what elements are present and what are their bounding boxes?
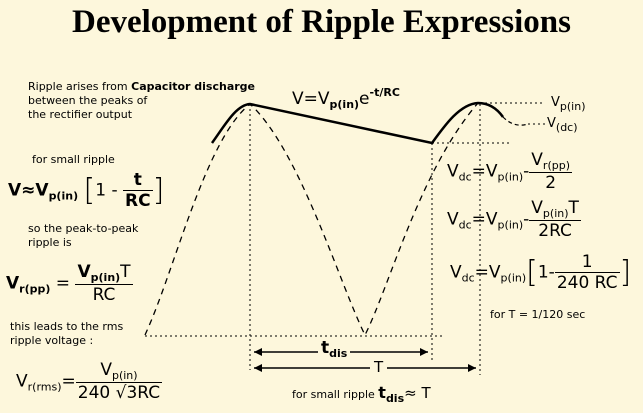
T-label: T	[370, 358, 388, 376]
tdis-arrow-left	[254, 348, 262, 356]
intro-line3: the rectifier output	[28, 108, 133, 121]
rms-note: this leads to the rms ripple voltage :	[10, 320, 124, 347]
intro-line1: Ripple arises from	[28, 80, 132, 93]
small-ripple-tdis: for small ripple tdis≈ T	[292, 383, 431, 405]
intro-line2: between the peaks of	[28, 94, 148, 107]
page-title: Development of Ripple Expressions	[72, 4, 571, 40]
rectified-sine-dashed	[144, 102, 479, 337]
peak-to-peak-note: so the peak-to-peak ripple is	[28, 222, 139, 249]
small-ripple-note: for small ripple	[32, 153, 115, 166]
period-note: for T = 1/120 sec	[490, 308, 586, 321]
tdis-label: tdis	[318, 338, 351, 360]
vdc-label: V(dc)	[547, 116, 578, 134]
decay-equation: V=Vp(in)e-t/RC	[292, 86, 400, 111]
vdc-equation-1: Vdc=Vp(in)-Vr(pp)2	[447, 150, 572, 193]
T-arrow-left	[254, 364, 262, 372]
tdis-arrow-right	[420, 348, 428, 356]
vpin-label: Vp(in)	[551, 95, 586, 113]
intro-bold: Capacitor discharge	[131, 80, 256, 93]
intro-note: Ripple arises from Capacitor discharge b…	[28, 80, 255, 122]
sine-tail-dashed	[502, 116, 529, 126]
ripple-waveform	[210, 101, 505, 145]
T-arrow-right	[468, 364, 476, 372]
vrms-equation: Vr(rms)=Vp(in)240 √3RC	[16, 360, 163, 403]
